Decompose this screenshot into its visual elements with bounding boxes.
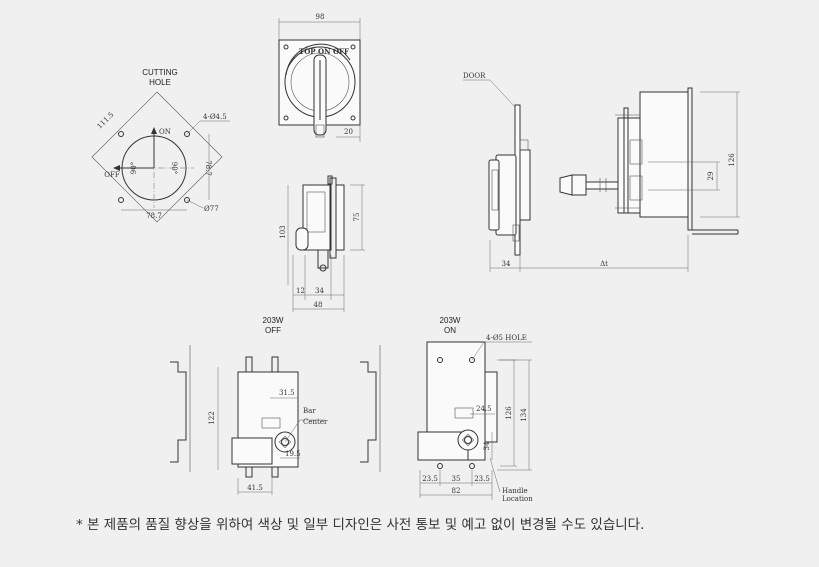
dim-23-5-right: 23.5 bbox=[474, 475, 490, 483]
dim-126: 126 bbox=[728, 153, 736, 167]
angle-left: 90° bbox=[130, 162, 138, 174]
on-arrow-icon bbox=[151, 127, 157, 134]
side-view: 103 75 12 34 48 bbox=[279, 175, 365, 312]
dim-75: 75 bbox=[353, 213, 361, 222]
off-view: 203W OFF 122 31.5 Bar Center 19.5 41.5 bbox=[170, 316, 328, 495]
mount-hole bbox=[118, 197, 124, 203]
dim-side: 78.7 bbox=[204, 160, 212, 176]
off-title-line1: 203W bbox=[263, 316, 284, 325]
hole-spec: 4-Ø4.5 bbox=[203, 113, 227, 121]
dim-31-5: 31.5 bbox=[279, 389, 295, 397]
on-rotor bbox=[457, 429, 479, 451]
off-title-line2: OFF bbox=[265, 326, 281, 335]
switch-body bbox=[639, 91, 689, 218]
dim-29: 29 bbox=[707, 172, 715, 181]
dim-34-on: 34 bbox=[483, 441, 491, 450]
off-arrow-icon bbox=[113, 165, 120, 171]
dim-height: 103 bbox=[279, 225, 287, 238]
mount-hole bbox=[118, 131, 124, 137]
dim-134: 134 bbox=[520, 408, 528, 422]
dim-bottom: 78.7 bbox=[146, 212, 162, 220]
cutting-hole-title-line1: CUTTING bbox=[142, 68, 178, 77]
door-label: DOOR bbox=[463, 72, 486, 80]
cutting-hole-view: CUTTING HOLE ON OFF 90° 90° 111.5 4-Ø4.5… bbox=[91, 68, 230, 223]
angle-right: 90° bbox=[170, 162, 178, 174]
dim-126-on: 126 bbox=[505, 406, 513, 420]
handle-location-line2: Location bbox=[502, 495, 533, 503]
bar-center-line2: Center bbox=[303, 418, 328, 426]
dim-24-5: 24.5 bbox=[476, 405, 492, 413]
off-lever bbox=[231, 437, 273, 465]
dim-width: 98 bbox=[316, 13, 325, 21]
mount-hole bbox=[184, 131, 190, 137]
on-label: ON bbox=[159, 128, 171, 136]
dim-48: 48 bbox=[314, 301, 323, 309]
dim-34: 34 bbox=[502, 260, 511, 268]
dim-41-5: 41.5 bbox=[247, 484, 263, 492]
shaft bbox=[585, 181, 619, 190]
dim-34: 34 bbox=[315, 287, 324, 295]
dim-diagonal: 111.5 bbox=[96, 111, 116, 131]
dim-35: 35 bbox=[452, 475, 461, 483]
on-view: 203W ON 4-Ø5 HOLE 24.5 126 134 34 bbox=[360, 316, 533, 503]
bar-center-line1: Bar bbox=[303, 407, 316, 415]
handle-location-line1: Handle bbox=[502, 487, 528, 495]
on-title-line1: 203W bbox=[440, 316, 461, 325]
assembly-view: DOOR 126 29 bbox=[463, 72, 740, 272]
front-view: 98 TOP ON OFF 20 bbox=[278, 13, 361, 142]
dim-23-5-left: 23.5 bbox=[422, 475, 438, 483]
coupling bbox=[559, 174, 573, 196]
dim-122: 122 bbox=[208, 411, 216, 424]
cutting-hole-title-line2: HOLE bbox=[149, 78, 171, 87]
dim-20: 20 bbox=[344, 128, 353, 136]
dim-12: 12 bbox=[296, 287, 305, 295]
mounting-outline bbox=[91, 91, 223, 223]
face-text: TOP ON OFF bbox=[299, 47, 349, 56]
on-title-line2: ON bbox=[444, 326, 456, 335]
mount-hole bbox=[184, 197, 190, 203]
off-label: OFF bbox=[104, 171, 120, 179]
on-hole-spec: 4-Ø5 HOLE bbox=[486, 334, 527, 342]
dim-82: 82 bbox=[452, 487, 461, 495]
footnote: * 본 제품의 품질 향상을 위하여 색상 및 일부 디자인은 사전 통보 및 … bbox=[76, 517, 645, 533]
dim-t: Δt bbox=[600, 260, 608, 268]
dim-19-5: 19.5 bbox=[285, 450, 301, 458]
center-mark: Ø77 bbox=[204, 205, 219, 213]
